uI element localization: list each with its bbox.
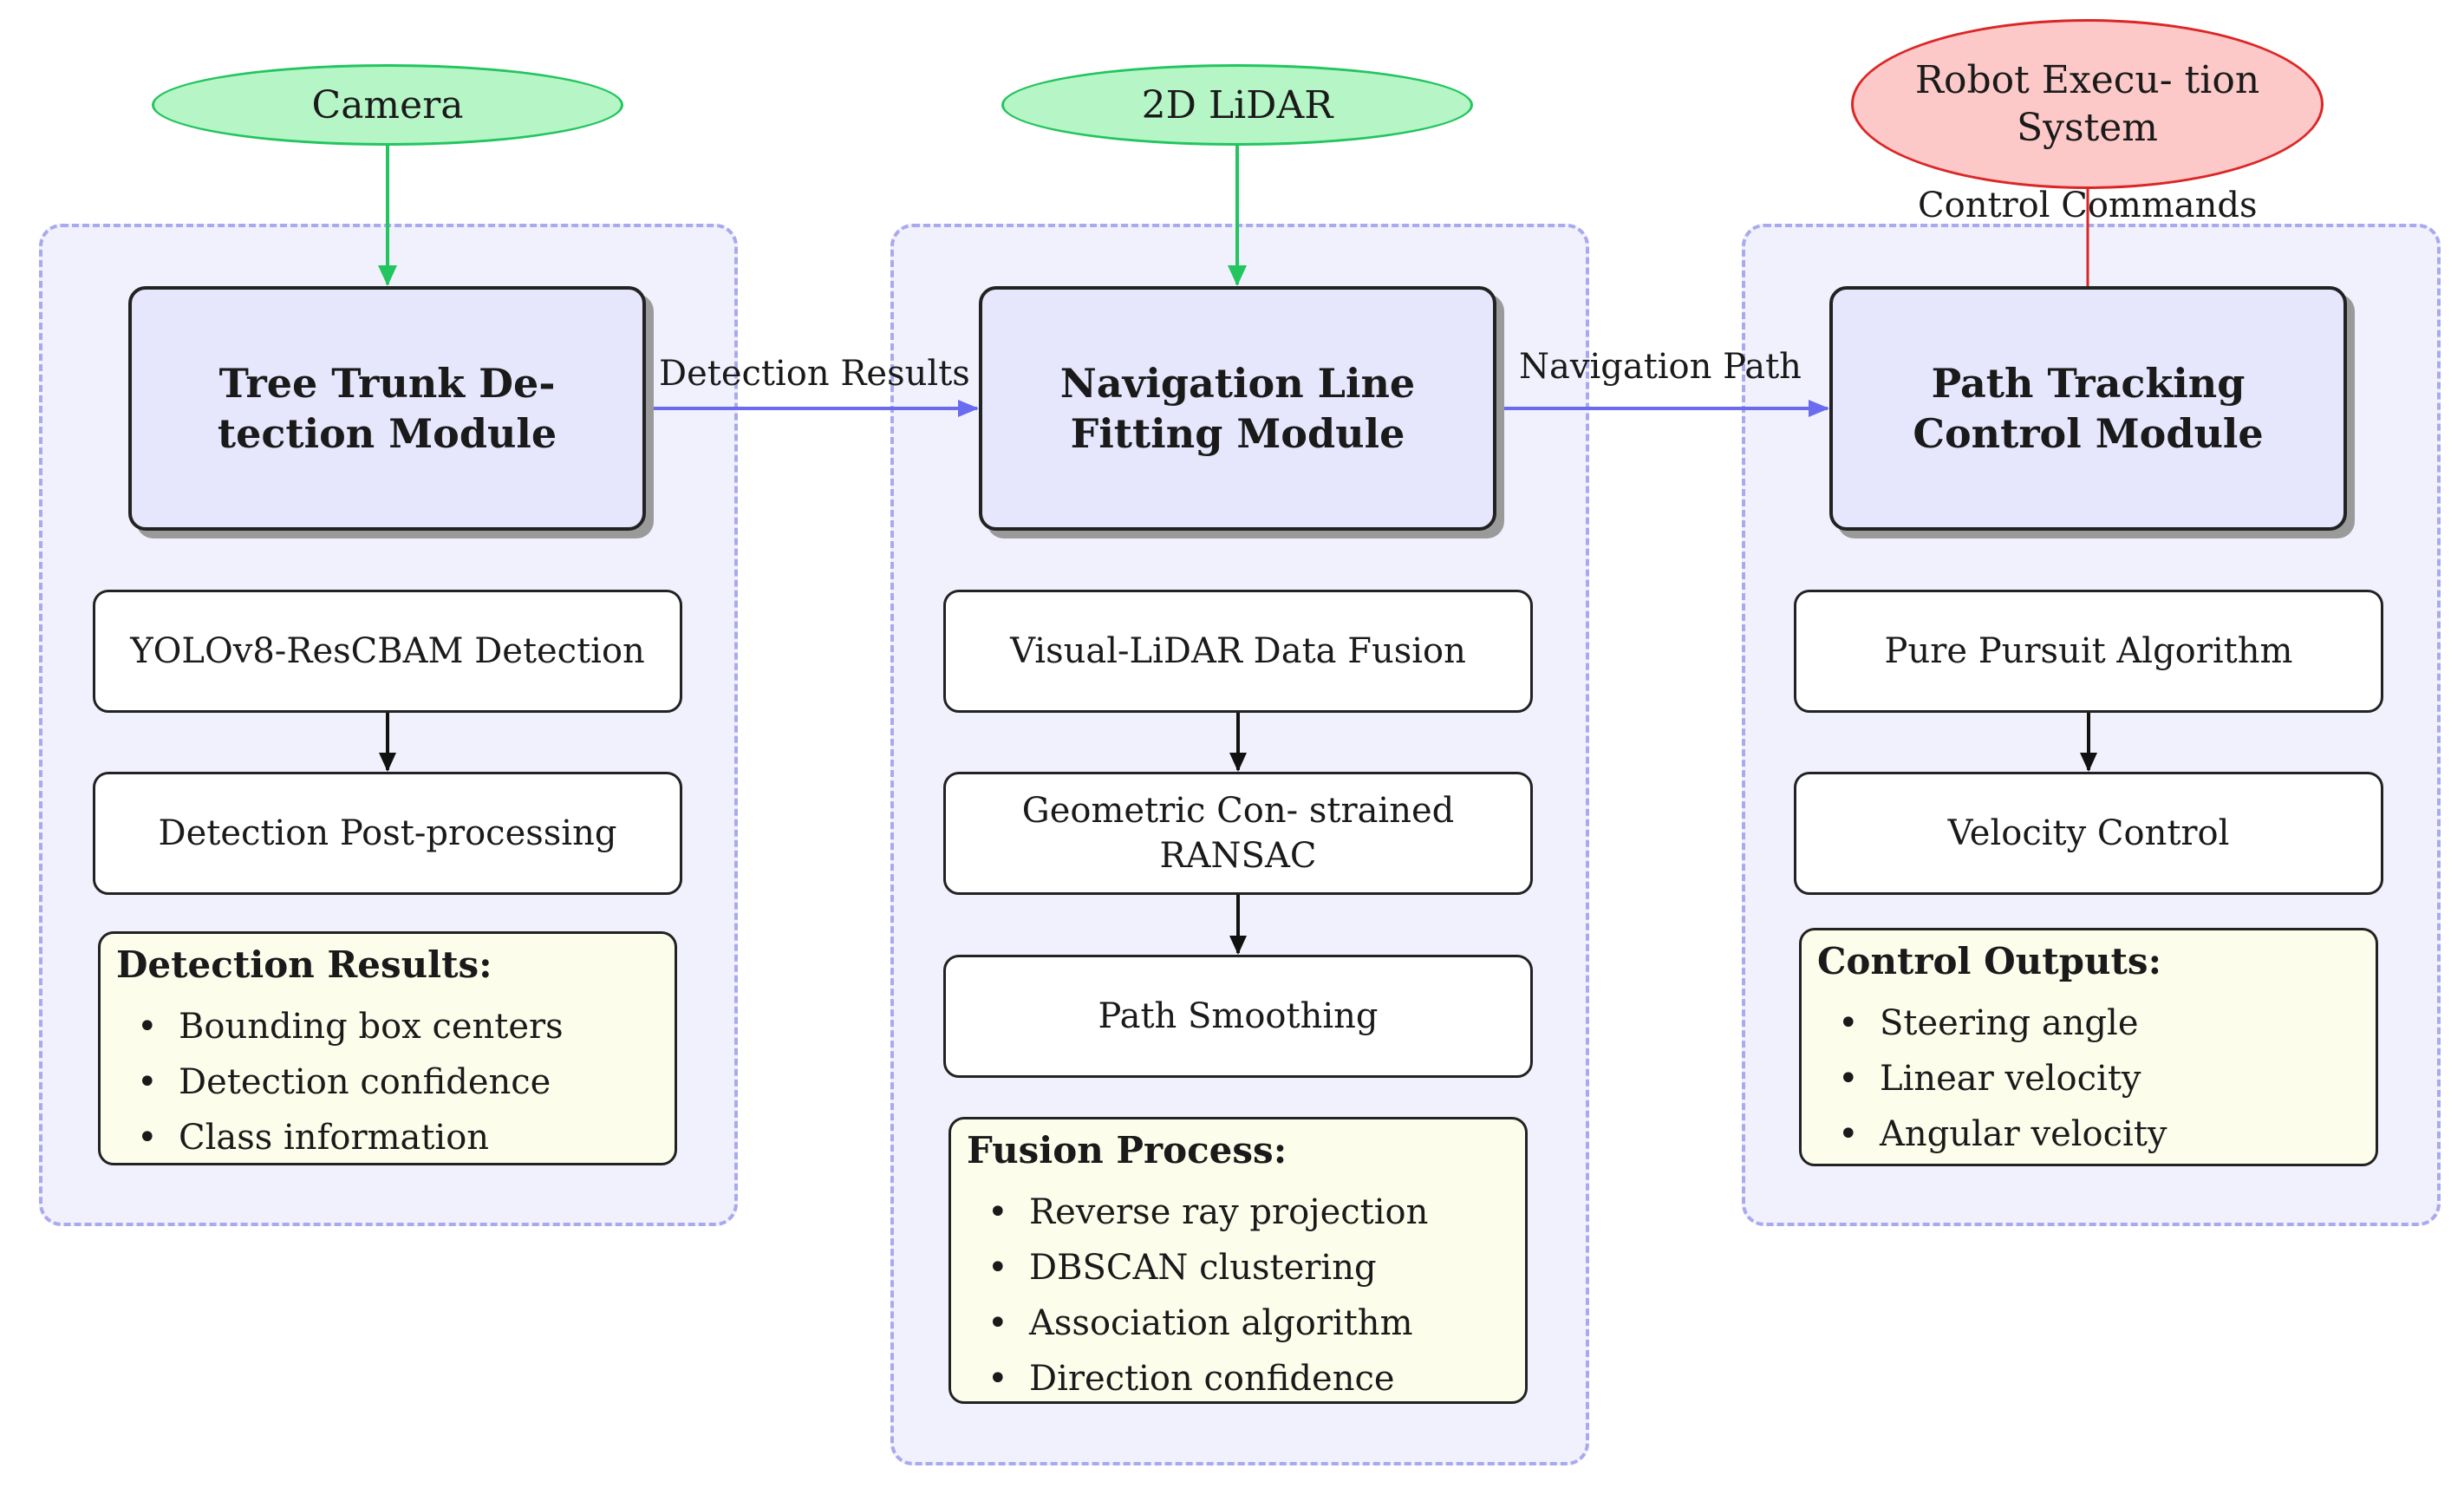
list-item: • Association algorithm (988, 1295, 1525, 1351)
list-item-text: Angular velocity (1880, 1113, 2167, 1154)
fusion-process-notes: Fusion Process: • Reverse ray projection … (948, 1117, 1528, 1404)
notes-list: • Steering angle • Linear velocity • Angula… (1817, 995, 2376, 1162)
list-item-text: Detection confidence (179, 1061, 551, 1102)
list-item-text: Class information (179, 1117, 490, 1158)
notes-title: Detection Results: (116, 943, 492, 986)
list-item-text: Steering angle (1880, 1002, 2139, 1043)
bullet-icon: • (988, 1247, 1008, 1288)
step-label: Velocity Control (1947, 813, 2230, 853)
list-item: • DBSCAN clustering (988, 1240, 1525, 1295)
list-item: • Reverse ray projection (988, 1185, 1525, 1240)
notes-list: • Bounding box centers • Detection confide… (116, 999, 675, 1165)
robot-execution-node: Robot Execu- tion System (1851, 19, 2324, 189)
step-label: Detection Post-processing (158, 813, 617, 853)
camera-input-node: Camera (152, 64, 623, 146)
control-outputs-notes: Control Outputs: • Steering angle • Linear… (1799, 928, 2378, 1166)
lidar-label: 2D LiDAR (1141, 82, 1333, 127)
step-label: Pure Pursuit Algorithm (1884, 631, 2293, 671)
list-item: • Class information (137, 1110, 675, 1165)
robot-label: Robot Execu- tion System (1914, 58, 2260, 150)
detection-results-edge-label: Detection Results (659, 354, 970, 394)
camera-label: Camera (311, 82, 464, 127)
bullet-icon: • (1838, 1113, 1859, 1154)
data-fusion-step: Visual-LiDAR Data Fusion (943, 590, 1533, 713)
notes-title: Control Outputs: (1817, 940, 2162, 982)
notes-list: • Reverse ray projection • DBSCAN clusteri… (967, 1185, 1525, 1406)
list-item-text: Association algorithm (1029, 1302, 1413, 1343)
list-item-text: Direction confidence (1029, 1358, 1395, 1399)
navigation-path-edge-label: Navigation Path (1519, 347, 1802, 387)
detection-module-title: Tree Trunk De- tection Module (217, 359, 557, 457)
bullet-icon: • (1838, 1058, 1859, 1099)
step-label: Path Smoothing (1098, 996, 1379, 1036)
list-item: • Steering angle (1838, 995, 2376, 1051)
list-item: • Linear velocity (1838, 1051, 2376, 1106)
velocity-control-step: Velocity Control (1794, 772, 2383, 895)
detection-module-box: Tree Trunk De- tection Module (128, 286, 646, 531)
bullet-icon: • (988, 1302, 1008, 1343)
notes-title: Fusion Process: (967, 1129, 1287, 1171)
list-item: • Angular velocity (1838, 1106, 2376, 1162)
list-item: • Direction confidence (988, 1351, 1525, 1406)
list-item: • Bounding box centers (137, 999, 675, 1054)
step-label: Visual-LiDAR Data Fusion (1010, 631, 1466, 671)
bullet-icon: • (1838, 1002, 1859, 1043)
path-smoothing-step: Path Smoothing (943, 955, 1533, 1078)
tracking-module-title: Path Tracking Control Module (1913, 359, 2264, 457)
bullet-icon: • (988, 1358, 1008, 1399)
navigation-module-box: Navigation Line Fitting Module (979, 286, 1496, 531)
tracking-module-box: Path Tracking Control Module (1829, 286, 2347, 531)
list-item-text: Linear velocity (1880, 1058, 2141, 1099)
step-label: Geometric Con- strained RANSAC (1021, 791, 1455, 876)
bullet-icon: • (137, 1117, 158, 1158)
ransac-step: Geometric Con- strained RANSAC (943, 772, 1533, 895)
detection-results-notes: Detection Results: • Bounding box centers… (98, 931, 677, 1165)
bullet-icon: • (988, 1191, 1008, 1232)
step-label: YOLOv8-ResCBAM Detection (130, 631, 645, 671)
lidar-input-node: 2D LiDAR (1001, 64, 1473, 146)
list-item-text: DBSCAN clustering (1029, 1247, 1377, 1288)
bullet-icon: • (137, 1006, 158, 1047)
yolo-detection-step: YOLOv8-ResCBAM Detection (93, 590, 682, 713)
control-commands-edge-label: Control Commands (1918, 186, 2258, 225)
pure-pursuit-step: Pure Pursuit Algorithm (1794, 590, 2383, 713)
list-item-text: Reverse ray projection (1029, 1191, 1429, 1232)
bullet-icon: • (137, 1061, 158, 1102)
navigation-module-title: Navigation Line Fitting Module (1059, 359, 1416, 457)
post-processing-step: Detection Post-processing (93, 772, 682, 895)
list-item-text: Bounding box centers (179, 1006, 564, 1047)
list-item: • Detection confidence (137, 1054, 675, 1110)
